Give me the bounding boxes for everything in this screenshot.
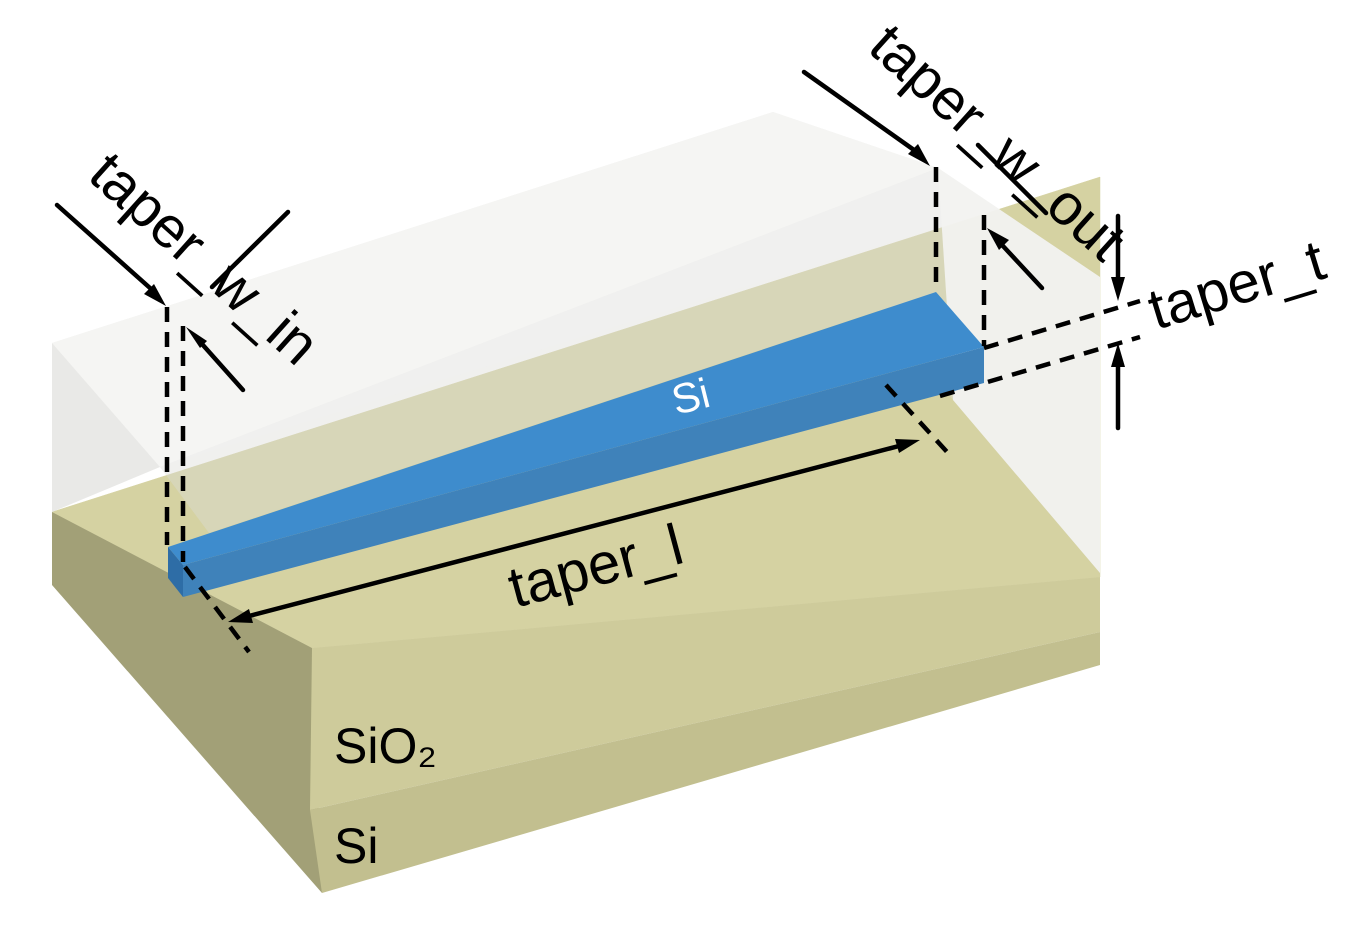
taper-w-in-arrowhead-lower xyxy=(186,327,207,348)
waveguide-input-facet xyxy=(168,547,183,597)
cladding-left-face xyxy=(52,343,160,512)
waveguide-top-face xyxy=(168,292,984,565)
taper-waveguide xyxy=(168,292,984,597)
taper-l-tick-right xyxy=(884,383,950,455)
taper-w-out-arrowhead-upper xyxy=(908,144,930,166)
taper-t-label: taper_t xyxy=(1141,227,1333,342)
taper-w-in-leader-upper xyxy=(54,202,153,291)
taper-w-in-underline xyxy=(209,209,291,290)
sio2-front-face xyxy=(310,577,1100,810)
taper-w-out-arrowhead-lower xyxy=(987,228,1009,250)
substrate-material-label: Si xyxy=(334,818,378,874)
taper-t-extension-line-bottom xyxy=(939,334,1141,399)
taper-l-arrowhead-left xyxy=(228,609,253,623)
taper-t-extension-line-top xyxy=(983,298,1141,351)
taper-t-arrowhead-down xyxy=(1111,277,1125,301)
cladding-top-face xyxy=(52,112,938,467)
slab-left-face xyxy=(52,512,322,893)
taper-w-out-underline xyxy=(975,142,1049,216)
taper-w-out-leader-upper xyxy=(801,69,917,153)
taper-l-arrowhead-right xyxy=(895,439,920,453)
si-front-face xyxy=(310,632,1100,893)
taper-l-tick-left xyxy=(183,565,251,654)
taper-l-dimension-line xyxy=(246,443,902,619)
taper-t-arrowhead-up xyxy=(1111,343,1125,367)
cladding-front-face xyxy=(160,168,942,467)
taper-w-out-leader-lower xyxy=(1000,243,1045,291)
taper-w-in-leader-lower xyxy=(199,341,246,393)
taper-w-in-arrowhead-upper xyxy=(144,284,166,306)
oxide-material-label: SiO₂ xyxy=(334,718,437,774)
waveguide-side-face xyxy=(183,347,984,597)
